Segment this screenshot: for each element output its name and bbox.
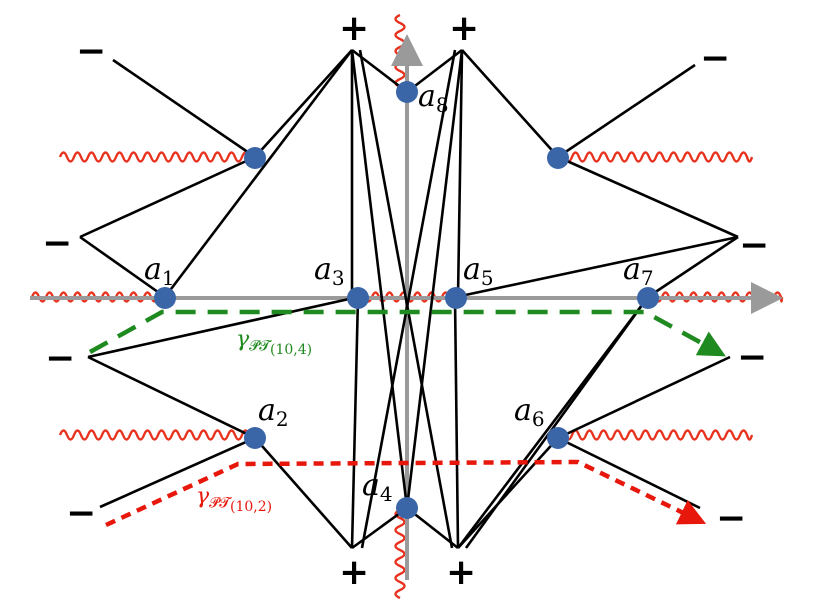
stokes-line	[455, 235, 739, 299]
branch-cut-right-upper	[556, 151, 754, 163]
label-a6: a6	[514, 393, 545, 431]
stokes-line	[350, 49, 409, 509]
stokes-line	[254, 49, 353, 158]
integration-paths	[88, 309, 726, 528]
branch-cut-left-lower	[58, 429, 257, 441]
stokes-line	[360, 49, 457, 549]
plus-sign: +	[449, 8, 479, 49]
branch-point-a1	[154, 287, 176, 309]
stokes-lines	[79, 48, 739, 550]
stokes-line	[457, 437, 559, 549]
branch-cut-top	[394, 13, 406, 92]
branch-point-a4	[396, 497, 418, 519]
green-path	[88, 309, 726, 357]
branch-point-a2	[244, 427, 266, 449]
label-a2: a2	[258, 393, 289, 431]
stokes-line	[112, 58, 256, 159]
stokes-line	[453, 296, 460, 549]
stokes-line	[456, 49, 464, 298]
branch-cut-bottom	[394, 508, 406, 600]
minus-sign: −	[45, 338, 75, 379]
branch-point	[547, 147, 569, 169]
stokes-line	[163, 49, 354, 298]
label-a1: a1	[144, 252, 175, 290]
plus-sign: +	[446, 552, 476, 593]
branch-point-a3	[347, 287, 369, 309]
branch-point	[244, 147, 266, 169]
stokes-line	[99, 436, 256, 509]
branch-cut-right-lower	[556, 429, 754, 441]
stokes-line	[351, 506, 408, 550]
sign-markers: + + + + − − − − − − − −	[42, 8, 769, 593]
label-a3: a3	[314, 252, 345, 290]
stokes-line	[79, 155, 256, 239]
plus-sign: +	[339, 552, 369, 593]
path-labels: γ𝓟𝓣(10,4) γ𝓟𝓣(10,2)	[196, 327, 312, 515]
branch-point-labels: a1 a2 a3 a4 a5 a6 a7 a8	[144, 79, 654, 506]
label-a7: a7	[623, 252, 654, 290]
minus-sign: −	[716, 498, 746, 539]
stokes-line	[254, 437, 353, 549]
branch-points	[154, 81, 659, 519]
stokes-line	[79, 235, 166, 299]
red-path	[105, 459, 707, 528]
branch-cut-left-upper	[58, 151, 257, 163]
branch-point-a8	[396, 81, 418, 103]
stokes-line	[350, 296, 360, 549]
minus-sign: −	[42, 223, 72, 264]
stokes-line	[87, 355, 256, 440]
label-a4: a4	[362, 468, 393, 506]
stokes-line	[647, 235, 739, 299]
branch-point-a6	[547, 427, 569, 449]
minus-sign: −	[66, 493, 96, 534]
label-a5: a5	[463, 252, 494, 290]
stokes-line	[464, 296, 650, 549]
stokes-line	[557, 63, 696, 159]
stokes-line	[405, 49, 464, 509]
minus-sign: −	[700, 38, 730, 79]
plus-sign: +	[339, 8, 369, 49]
branch-point-a7	[637, 287, 659, 309]
label-a8: a8	[418, 79, 449, 117]
stokes-line	[557, 155, 739, 239]
minus-sign: −	[76, 31, 106, 72]
stokes-line	[557, 436, 701, 510]
minus-sign: −	[737, 337, 767, 378]
branch-point-a5	[445, 287, 467, 309]
label-red-path: γ𝓟𝓣(10,2)	[196, 484, 272, 515]
stokes-line	[87, 295, 359, 359]
stokes-line	[557, 355, 731, 440]
label-green-path: γ𝓟𝓣(10,4)	[236, 327, 312, 358]
minus-sign: −	[739, 225, 769, 266]
stokes-line	[461, 49, 559, 158]
